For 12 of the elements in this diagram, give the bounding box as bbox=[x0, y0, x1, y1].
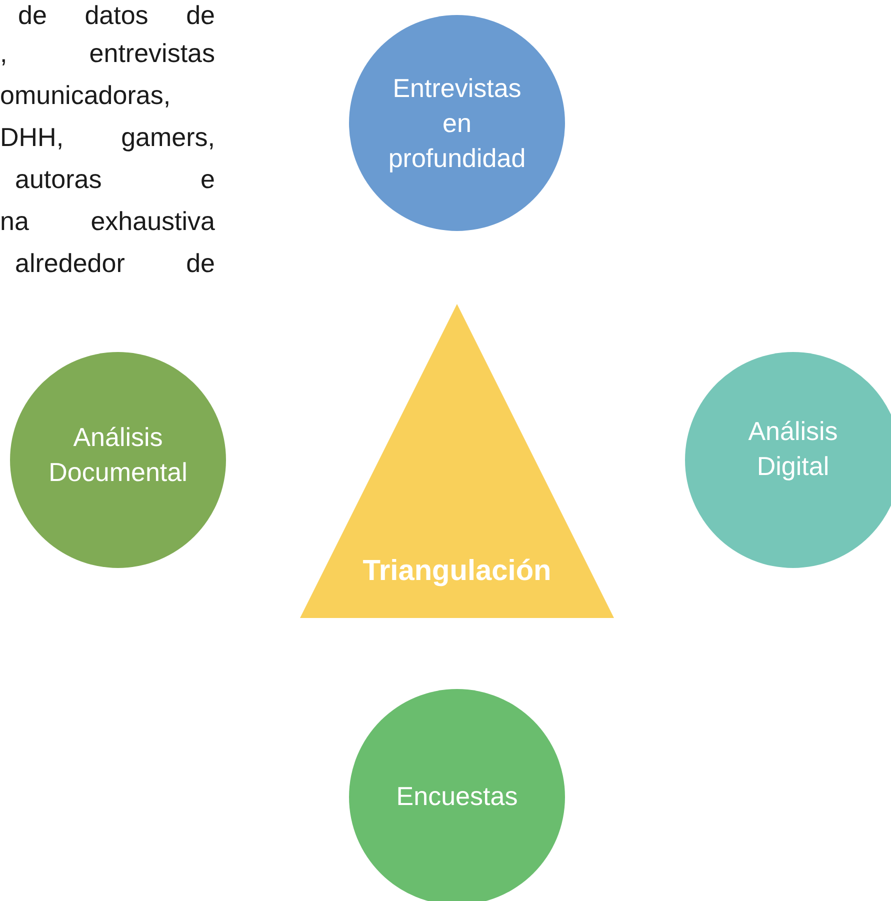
paragraph-line: de datos de bbox=[18, 0, 215, 30]
paragraph-line: omunicadoras, bbox=[0, 80, 172, 110]
node-label: Encuestas bbox=[395, 780, 519, 813]
paragraph-line: DHH, gamers, bbox=[0, 122, 215, 152]
node-label: Entrevistas en profundidad bbox=[387, 72, 527, 175]
node-label: Análisis Documental bbox=[48, 421, 188, 489]
node-label: Análisis Digital bbox=[747, 415, 839, 483]
paragraph-line: autoras e bbox=[15, 164, 215, 194]
paragraph-line: na exhaustiva bbox=[0, 206, 215, 236]
center-label: Triangulación bbox=[362, 554, 552, 589]
paragraph-line: , entrevistas bbox=[0, 38, 215, 68]
paragraph-line: alrededor de bbox=[15, 248, 215, 278]
